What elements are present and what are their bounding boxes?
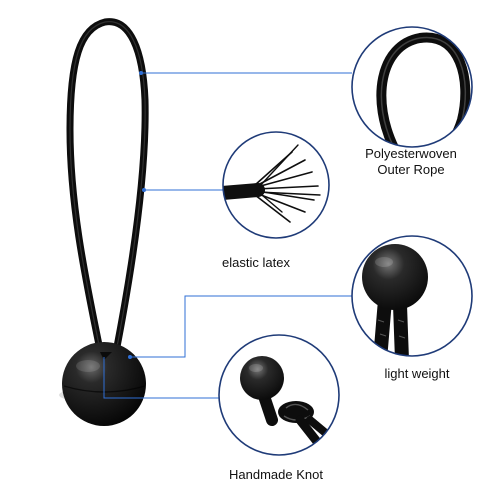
label-outer-rope-line-1: Polyesterwoven xyxy=(365,146,457,161)
label-elastic-latex: elastic latex xyxy=(206,255,306,271)
leader-light-weight xyxy=(130,295,352,358)
label-elastic-latex-line-1: elastic latex xyxy=(222,255,290,270)
detail-outer-rope xyxy=(351,26,473,148)
bungee-loop xyxy=(66,18,149,356)
label-light-weight-line-1: light weight xyxy=(384,366,450,381)
detail-handmade-knot xyxy=(218,334,340,456)
detail-elastic-latex xyxy=(222,131,330,239)
leader-dots xyxy=(128,71,146,359)
detail-light-weight xyxy=(351,235,473,357)
leader-lines xyxy=(103,72,352,399)
label-handmade-knot-line-1: Handmade Knot xyxy=(229,467,323,482)
leader-handmade-knot xyxy=(103,357,219,399)
label-handmade-knot: Handmade Knot xyxy=(211,467,341,483)
label-outer-rope-line-2: Outer Rope xyxy=(377,162,445,177)
label-outer-rope: Polyesterwoven Outer Rope xyxy=(346,146,476,178)
label-light-weight: light weight xyxy=(352,366,482,382)
ball-main xyxy=(59,342,146,426)
